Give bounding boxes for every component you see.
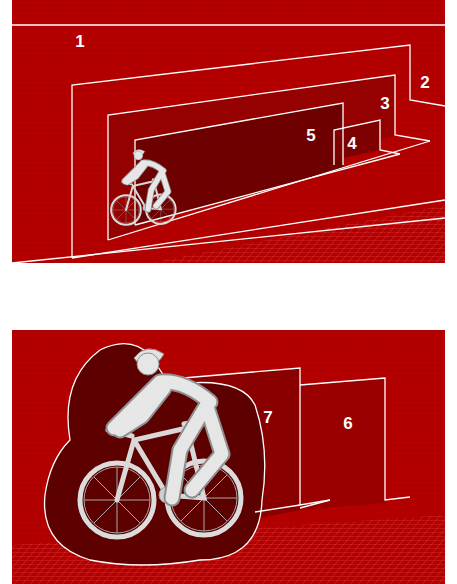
callout-number: 1 [75,33,84,50]
callout-number: 7 [263,409,272,426]
callout-number: 2 [420,74,429,91]
callout-number: 4 [347,135,356,152]
callout-number: 5 [306,127,315,144]
callout-number: 6 [343,415,352,432]
callout-number: 3 [380,95,389,112]
